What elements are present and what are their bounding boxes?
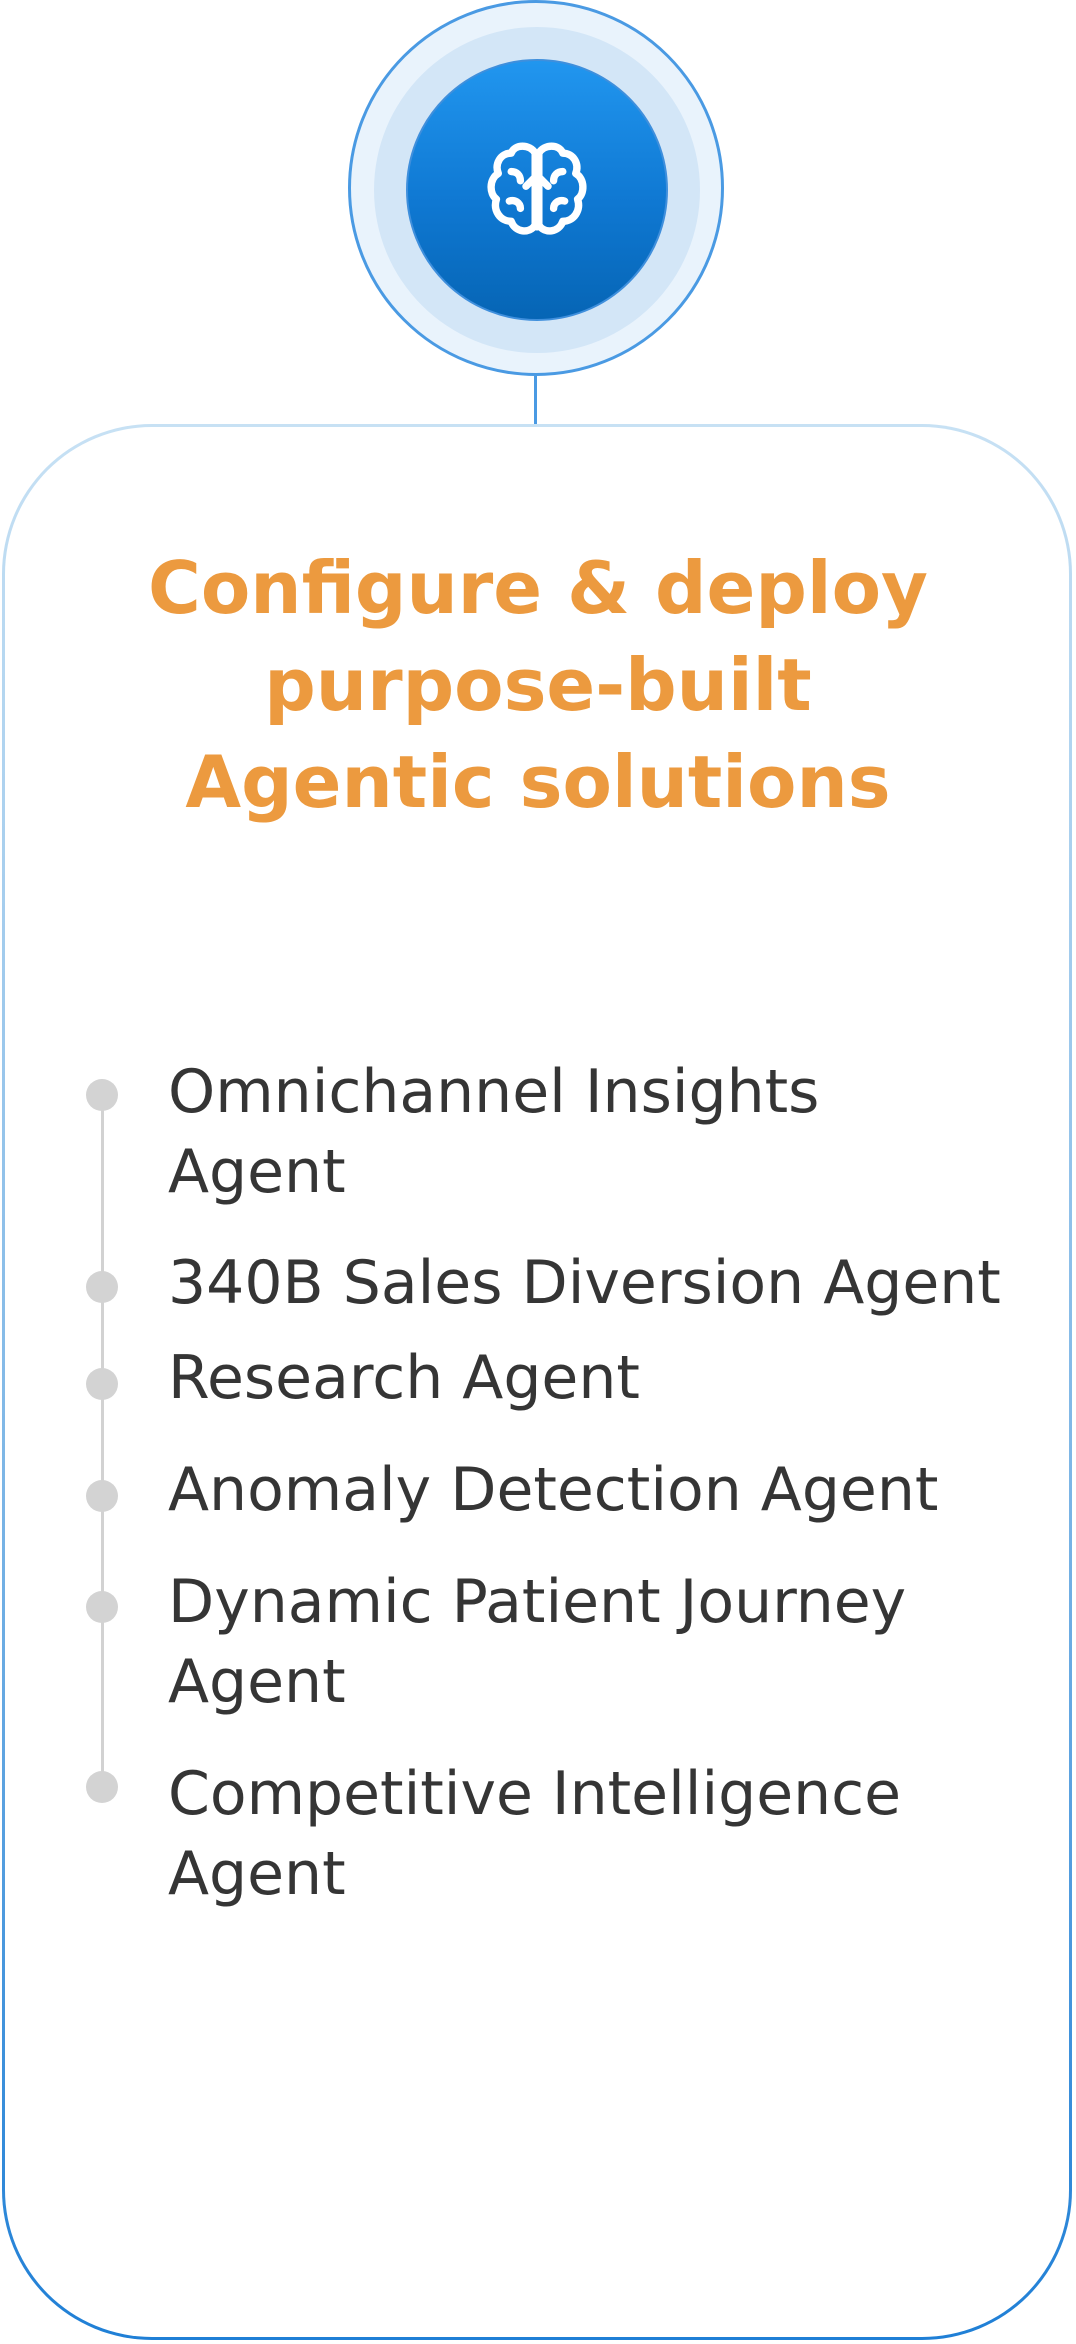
agent-item-label-continued: Agent: [168, 1647, 346, 1717]
agent-item-label: Competitive Intelligence: [168, 1759, 902, 1829]
agent-item-label-continued: Agent: [168, 1137, 346, 1207]
timeline-dot: [86, 1368, 118, 1400]
agent-item-label: Omnichannel Insights: [168, 1057, 820, 1127]
timeline-dot: [86, 1591, 118, 1623]
agent-item-340b-sales-diversion: 340B Sales Diversion Agent: [168, 1243, 1068, 1323]
badge-core: [406, 59, 668, 321]
timeline-dot: [86, 1271, 118, 1303]
agent-item-competitive-intelligence: Competitive Intelligence Agent: [168, 1754, 1068, 1914]
agent-item-anomaly-detection: Anomaly Detection Agent: [168, 1450, 1068, 1530]
badge-connector-line: [534, 376, 537, 426]
agent-item-omnichannel-insights: Omnichannel Insights Agent: [168, 1052, 1068, 1212]
agent-item-label: Research Agent: [168, 1343, 640, 1413]
card-title: Configure & deploy purpose-built Agentic…: [60, 540, 1016, 831]
agent-item-dynamic-patient-journey: Dynamic Patient Journey Agent: [168, 1562, 1068, 1722]
card-title-line-2: purpose-built: [264, 643, 812, 727]
brain-icon: [487, 142, 587, 235]
agent-item-label: Anomaly Detection Agent: [168, 1455, 939, 1525]
timeline-dot: [86, 1771, 118, 1803]
timeline-dot: [86, 1079, 118, 1111]
card-title-line-3: Agentic solutions: [185, 740, 891, 824]
agent-item-research: Research Agent: [168, 1338, 1068, 1418]
timeline-dot: [86, 1480, 118, 1512]
timeline-line: [101, 1096, 104, 1786]
solutions-card: [2, 424, 1072, 2340]
card-title-line-1: Configure & deploy: [148, 546, 928, 630]
agent-item-label: 340B Sales Diversion Agent: [168, 1248, 1001, 1318]
agent-item-label-continued: Agent: [168, 1839, 346, 1909]
agent-item-label: Dynamic Patient Journey: [168, 1567, 907, 1637]
